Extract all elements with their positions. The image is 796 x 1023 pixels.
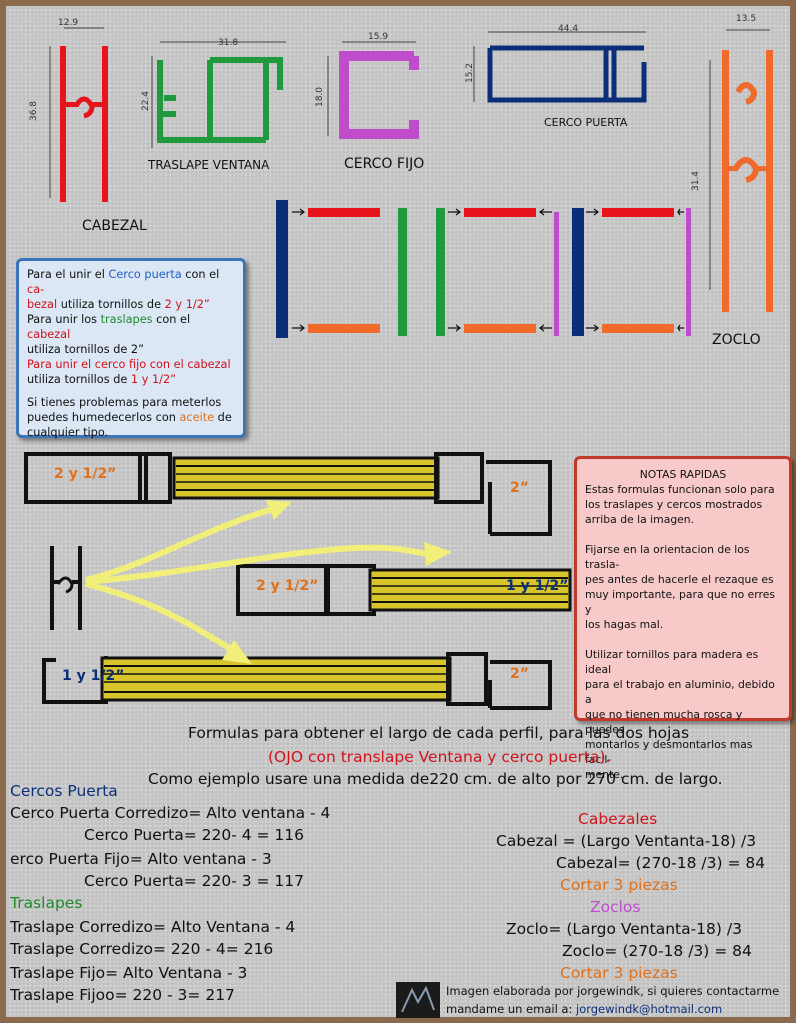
author-avatar [396, 982, 440, 1018]
traslape-ventana-profile [151, 41, 286, 148]
formula-5: Traslape Corredizo= Alto Ventana - 4 [10, 918, 296, 936]
screw-section-diagram [24, 452, 572, 710]
screw-top-left: 2 y 1/2” [54, 466, 117, 482]
quick-notes-box: NOTAS RAPIDAS Estas formulas funcionan s… [574, 456, 792, 781]
cabezal-width-dim: 12.9 [58, 18, 79, 28]
zoclo-profile [709, 29, 773, 312]
cabezal-label: CABEZAL [82, 218, 147, 234]
zoclos-heading: Zoclos [590, 898, 641, 916]
zoclo-label: ZOCLO [712, 332, 761, 348]
screw-mid-left: 2 y 1/2” [256, 578, 319, 594]
cabezal-example: Cabezal= (270-18 /3) = 84 [556, 854, 766, 872]
frame2-top-rail [464, 208, 536, 217]
screw-mid-right: 1 y 1/2” [506, 578, 569, 594]
traslape-width-dim: 31.8 [218, 38, 239, 48]
formula-3: erco Puerta Fijo= Alto ventana - 3 [10, 850, 272, 868]
traslape-ventana-label: TRASLAPE VENTANA [148, 158, 270, 172]
frame1-bottom-rail [308, 324, 380, 333]
frame3-top-rail [602, 208, 674, 217]
formula-2: Cerco Puerta= 220- 4 = 116 [84, 826, 305, 844]
footer-line2: mandame un email a: jorgewindk@hotmail.c… [446, 1002, 723, 1016]
cabezales-heading: Cabezales [578, 810, 658, 828]
cabezal-height-dim: 36.8 [29, 100, 40, 122]
frame2-bottom-rail [464, 324, 536, 333]
cerco-fijo-profile [327, 41, 419, 139]
cerco-puerta-height-dim: 15.2 [465, 62, 476, 84]
intro-line1: Formulas para obtener el largo de cada p… [188, 724, 690, 742]
zoclo-cut: Cortar 3 piezas [560, 964, 678, 982]
screw-tips-box: Para el unir el Cerco puerta con el ca- … [16, 258, 246, 439]
formula-8: Traslape Fijoo= 220 - 3= 217 [10, 986, 235, 1004]
frame1-left-post [276, 200, 288, 338]
cabezal-cut: Cortar 3 piezas [560, 876, 678, 894]
screw-top-right: 2” [510, 480, 529, 496]
author-email-link[interactable]: jorgewindk@hotmail.com [576, 1002, 723, 1016]
cabezal-formula: Cabezal = (Largo Ventanta-18) /3 [496, 832, 757, 850]
frame1-top-rail [308, 208, 380, 217]
frame2-right-post [554, 212, 559, 336]
cerco-puerta-profile [473, 31, 647, 103]
zoclo-width-dim: 13.5 [736, 14, 757, 24]
traslapes-heading: Traslapes [10, 894, 83, 912]
zoclo-formula: Zoclo= (Largo Ventanta-18) /3 [506, 920, 742, 938]
formula-6: Traslape Corredizo= 220 - 4= 216 [10, 940, 274, 958]
intro-line2: (OJO con translape Ventana y cerco puert… [268, 748, 611, 766]
formula-4: Cerco Puerta= 220- 3 = 117 [84, 872, 305, 890]
cerco-puerta-width-dim: 44.4 [558, 24, 579, 34]
frame1-right-post [398, 208, 407, 336]
cabezal-profile [49, 27, 108, 202]
notes-title: NOTAS RAPIDAS [639, 468, 727, 481]
screw-bot-left: 1 y 1/2” [62, 668, 125, 684]
frame3-left-post [572, 208, 584, 336]
formula-1: Cerco Puerta Corredizo= Alto ventana - 4 [10, 804, 331, 822]
traslape-height-dim: 22.4 [141, 90, 152, 112]
screw-bot-right: 2” [510, 666, 529, 682]
cerco-fijo-height-dim: 18.0 [315, 86, 326, 108]
footer-line1: Imagen elaborada por jorgewindk, si quie… [446, 984, 780, 998]
frame3-bottom-rail [602, 324, 674, 333]
diagram-canvas: 12.9 36.8 CABEZAL 31.8 22.4 TRASLAPE VEN… [6, 6, 792, 1018]
cercos-puerta-heading: Cercos Puerta [10, 782, 118, 800]
cerco-puerta-label: CERCO PUERTA [544, 116, 628, 129]
intro-line3: Como ejemplo usare una medida de220 cm. … [148, 770, 723, 788]
formula-7: Traslape Fijo= Alto Ventana - 3 [10, 964, 248, 982]
zoclo-height-dim: 31.4 [691, 170, 702, 192]
zoclo-example: Zoclo= (270-18 /3) = 84 [562, 942, 752, 960]
cerco-fijo-width-dim: 15.9 [368, 32, 389, 42]
assembly-frames-diagram [276, 200, 691, 338]
cerco-fijo-label: CERCO FIJO [344, 156, 425, 172]
frame2-left-post [436, 208, 445, 336]
frame3-right-post [686, 208, 691, 336]
